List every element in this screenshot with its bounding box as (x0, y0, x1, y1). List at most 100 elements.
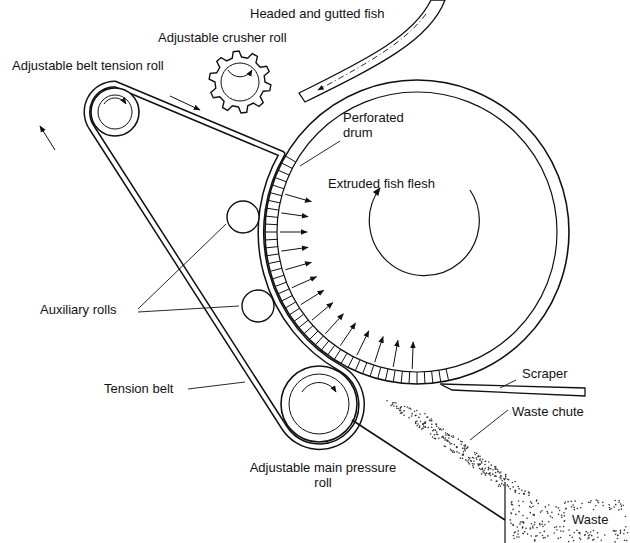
waste-dot (596, 499, 598, 501)
flesh-arrow (281, 213, 308, 217)
waste-dot (625, 516, 627, 518)
waste-dot (392, 402, 394, 404)
waste-dot (478, 455, 480, 457)
waste-dot (458, 438, 460, 440)
perforation (294, 314, 304, 321)
waste-dot (473, 457, 475, 459)
waste-dot (575, 500, 577, 502)
flesh-arrow (357, 331, 369, 355)
waste-bin-wall (504, 482, 505, 543)
waste-dot (558, 513, 560, 515)
fish-feed-arrow (318, 14, 426, 90)
waste-dot (431, 418, 433, 420)
waste-dot (598, 502, 600, 504)
waste-dot (542, 526, 544, 528)
perforation (270, 268, 282, 271)
waste-dot (490, 464, 492, 466)
waste-dot (615, 534, 617, 536)
waste-dot (604, 534, 606, 536)
waste-dot (623, 533, 625, 535)
waste-dot (503, 478, 505, 480)
waste-dot (587, 532, 589, 534)
waste-dot (488, 461, 490, 463)
waste-dot (445, 437, 447, 439)
waste-dot (541, 524, 543, 526)
perforation (278, 289, 289, 294)
waste-dot (474, 452, 476, 454)
waste-dot (510, 512, 512, 514)
waste-dot (494, 475, 496, 477)
waste-dot (514, 491, 516, 493)
waste-dot (597, 532, 599, 534)
roll-rotation-arrow (228, 70, 252, 77)
waste-dot (509, 488, 511, 490)
waste-dot (529, 528, 531, 530)
waste-dot (589, 502, 591, 504)
waste-dot (620, 505, 622, 507)
perforation (265, 232, 277, 233)
waste-dot (432, 430, 434, 432)
waste-dot (569, 535, 571, 537)
perforation (378, 367, 381, 379)
waste-dot (456, 446, 458, 448)
perforation (282, 163, 293, 168)
waste-dot (580, 507, 582, 509)
flesh-arrow (393, 340, 398, 367)
waste-dot (400, 412, 402, 414)
part-label: Auxiliary rolls (40, 302, 117, 317)
waste-dot (614, 541, 616, 543)
waste-dot (443, 445, 445, 447)
waste-dot (507, 484, 509, 486)
waste-dot (550, 516, 552, 518)
waste-dot (522, 533, 524, 535)
waste-dot (492, 473, 494, 475)
waste-dot (449, 441, 451, 443)
perforation (355, 360, 360, 371)
waste-dot (411, 415, 413, 417)
waste-dot (497, 471, 499, 473)
waste-dot (523, 521, 525, 523)
waste-dot (595, 505, 597, 507)
waste-dot (618, 500, 620, 502)
waste-dot (470, 460, 472, 462)
waste-dot (563, 512, 565, 514)
waste-dot (468, 462, 470, 464)
waste-dot (565, 508, 567, 510)
waste-dot (625, 526, 627, 528)
waste-dot (466, 460, 468, 462)
waste-dot (627, 532, 629, 534)
waste-dot (492, 469, 494, 471)
waste-dot (459, 457, 461, 459)
waste-dot (501, 483, 503, 485)
belt-direction-arrow (170, 96, 200, 110)
waste-dot (458, 452, 460, 454)
waste-dot (408, 407, 410, 409)
part-label: Perforated drum (343, 110, 417, 140)
part-label: Adjustable crusher roll (158, 30, 287, 45)
perforation (290, 308, 300, 315)
waste-dot (489, 472, 491, 474)
waste-dot (456, 447, 458, 449)
waste-dot (567, 501, 569, 503)
waste-dot (468, 463, 470, 465)
perforation (265, 239, 277, 241)
waste-dot (522, 526, 524, 528)
waste-dot (618, 502, 620, 504)
waste-dot (440, 428, 442, 430)
waste-dot (514, 481, 516, 483)
waste-dot (588, 501, 590, 503)
waste-dot (501, 480, 503, 482)
waste-dot (456, 451, 458, 453)
waste-dot (424, 422, 426, 424)
perforation (275, 282, 286, 286)
waste-dot (548, 521, 550, 523)
waste-dot (485, 460, 487, 462)
waste-dot (423, 422, 425, 424)
waste-dot (503, 484, 505, 486)
waste-dot (556, 529, 558, 531)
waste-dot (430, 433, 432, 435)
waste-stipple (386, 400, 628, 543)
waste-dot (561, 514, 563, 516)
waste-dot (495, 467, 497, 469)
waste-dot (564, 502, 566, 504)
